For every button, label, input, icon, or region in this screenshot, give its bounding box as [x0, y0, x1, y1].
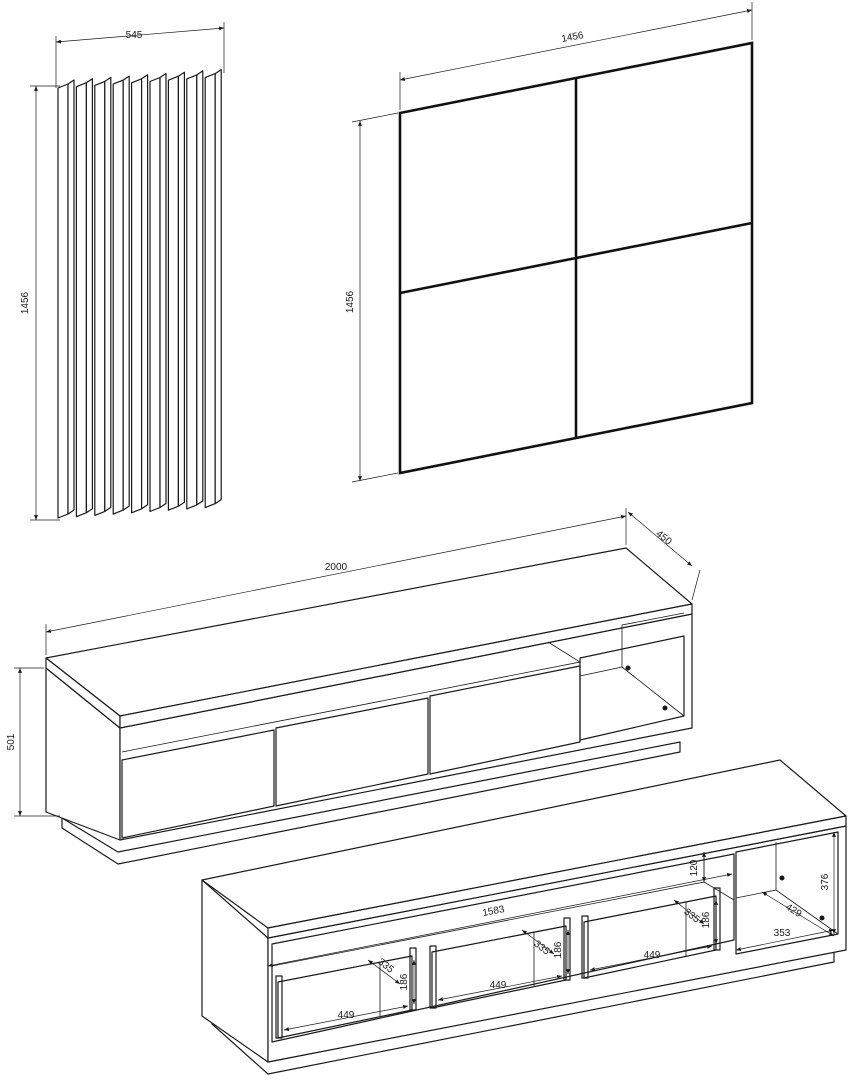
square-panel-width-label: 1456	[561, 30, 585, 45]
slat-side	[159, 72, 167, 509]
drawer-3-width-label: 449	[644, 950, 661, 961]
tv-unit-open-side-width-dimension: 353	[735, 928, 835, 951]
tv-unit-closed-plinth	[61, 741, 681, 865]
slat-panel-width-label: 545	[126, 30, 143, 41]
slat-panel-slats	[57, 69, 222, 519]
tv-unit-open: 1583 120 376 429 353 449 335 186	[201, 759, 847, 1075]
hinge-hole-icon	[779, 875, 785, 881]
tv-unit-closed-drawer-1	[121, 729, 275, 839]
hinge-hole-icon	[819, 915, 825, 921]
slat-side	[214, 69, 222, 505]
slat	[131, 78, 143, 514]
slat-side	[67, 79, 75, 515]
slat	[149, 76, 161, 513]
slat	[75, 82, 87, 518]
slat	[204, 73, 216, 509]
slat-side	[104, 76, 112, 512]
square-panel-height-label: 1456	[345, 290, 356, 313]
tv-unit-open-shelf-height-dimension: 120	[689, 852, 706, 882]
slat-panel-height-label: 1456	[20, 291, 31, 314]
tv-unit-open-shelf-height-label: 120	[689, 859, 700, 876]
slat-panel: 545 1456	[20, 22, 225, 521]
square-panel-height-dimension: 1456	[345, 112, 399, 483]
drawer-2-width-label: 449	[490, 980, 507, 991]
slat	[112, 79, 124, 515]
tv-unit-open-side-height-dimension: 376	[820, 832, 836, 934]
tv-unit-closed-height-label: 501	[6, 733, 17, 750]
tv-unit-open-inner-length-label: 1583	[482, 904, 506, 919]
tv-unit-closed-length-dimension: 2000	[45, 508, 627, 655]
slat-side	[141, 74, 149, 510]
tv-unit-closed: 2000 450 501	[6, 508, 701, 865]
drawer-3-height-label: 186	[701, 911, 712, 928]
slat-side	[85, 78, 93, 514]
slat	[57, 83, 69, 519]
tv-unit-closed-depth-label: 450	[654, 529, 674, 548]
drawer-1-width-label: 449	[338, 1010, 355, 1021]
slat-panel-height-dimension: 1456	[20, 85, 60, 521]
tv-unit-closed-height-dimension: 501	[6, 667, 60, 817]
drawer-2-height-label: 186	[553, 941, 564, 958]
square-panel-width-dimension: 1456	[399, 2, 753, 110]
slat	[186, 74, 198, 510]
tv-unit-closed-length-label: 2000	[325, 562, 348, 573]
slat-side	[122, 75, 130, 511]
slat	[167, 75, 179, 511]
hinge-hole-icon	[662, 705, 668, 711]
tv-unit-open-side-height-label: 376	[820, 873, 831, 890]
tv-unit-closed-drawer-3	[429, 665, 581, 775]
tv-unit-closed-drawer-2	[275, 697, 429, 807]
slat-panel-width-dimension: 545	[55, 22, 225, 88]
drawer-1-height-label: 186	[399, 973, 410, 990]
slat-side	[177, 71, 185, 507]
slat	[94, 80, 106, 516]
tv-unit-open-inner-length-dimension: 1583	[267, 873, 733, 967]
tv-unit-open-side-width-label: 353	[774, 928, 791, 939]
hinge-hole-icon	[625, 665, 631, 671]
square-panel: 1456 1456	[345, 2, 754, 483]
slat-side	[196, 70, 204, 506]
